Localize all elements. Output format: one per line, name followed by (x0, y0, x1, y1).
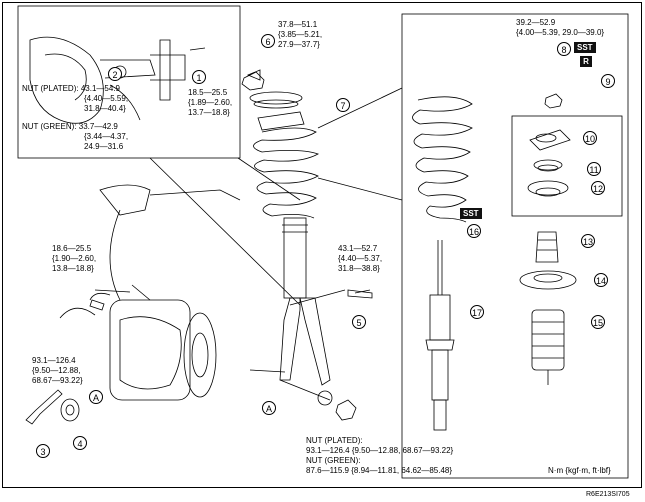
callout-17: 17 (470, 305, 484, 319)
callout-16: 16 (467, 224, 481, 238)
diagram-frame (2, 2, 642, 488)
callout-8: 8 (557, 42, 571, 56)
inset-box (17, 5, 241, 159)
sst-badge-spring: SST (460, 208, 482, 219)
fork-bolt-torque: 43.1—52.7 {4.40—5.37, 31.8—38.8} (338, 244, 383, 273)
callout-5: 5 (352, 315, 366, 329)
callout-12: 12 (591, 181, 605, 195)
inset-nut-plated-torque: NUT (PLATED): 43.1—54.9 {4.40—5.59, 31.8… (22, 84, 129, 113)
callout-13: 13 (581, 234, 595, 248)
ref-a-fork: A (262, 401, 276, 415)
top-mount-torque: 37.8—51.1 {3.85—5.21, 27.9—37.7} (278, 20, 323, 49)
subassembly-box (511, 115, 623, 217)
piston-nut-torque: 39.2—52.9 {4.00—5.39, 29.0—39.0} (516, 18, 605, 37)
callout-2: 2 (108, 67, 122, 81)
bottom-nut-torque: NUT (PLATED): 93.1—126.4 {9.50—12.88, 68… (306, 436, 454, 475)
callout-7: 7 (336, 98, 350, 112)
replace-badge: R (580, 56, 592, 67)
figure-id: R6E213SI705 (586, 491, 630, 498)
disassembly-box (401, 13, 629, 479)
callout-1: 1 (192, 70, 206, 84)
lower-bolt-torque: 93.1—126.4 {9.50—12.88, 68.67—93.22} (32, 356, 83, 385)
sst-badge-piston: SST (574, 42, 596, 53)
callout-15: 15 (591, 315, 605, 329)
callout-10: 10 (583, 131, 597, 145)
callout-4: 4 (73, 436, 87, 450)
inset-nut-green-torque: NUT (GREEN): 33.7—42.9 {3.44—4.37, 24.9—… (22, 122, 129, 151)
callout-3: 3 (36, 444, 50, 458)
inset-bolt-torque: 18.5—25.5 {1.89—2.60, 13.7—18.8} (188, 88, 233, 117)
ref-a-knuckle: A (89, 390, 103, 404)
callout-14: 14 (594, 273, 608, 287)
callout-6: 6 (261, 34, 275, 48)
bracket-bolt-torque: 18.6—25.5 {1.90—2.60, 13.8—18.8} (52, 244, 97, 273)
units-label: N·m {kgf·m, ft·lbf} (548, 466, 611, 475)
callout-11: 11 (587, 162, 601, 176)
callout-9: 9 (601, 74, 615, 88)
